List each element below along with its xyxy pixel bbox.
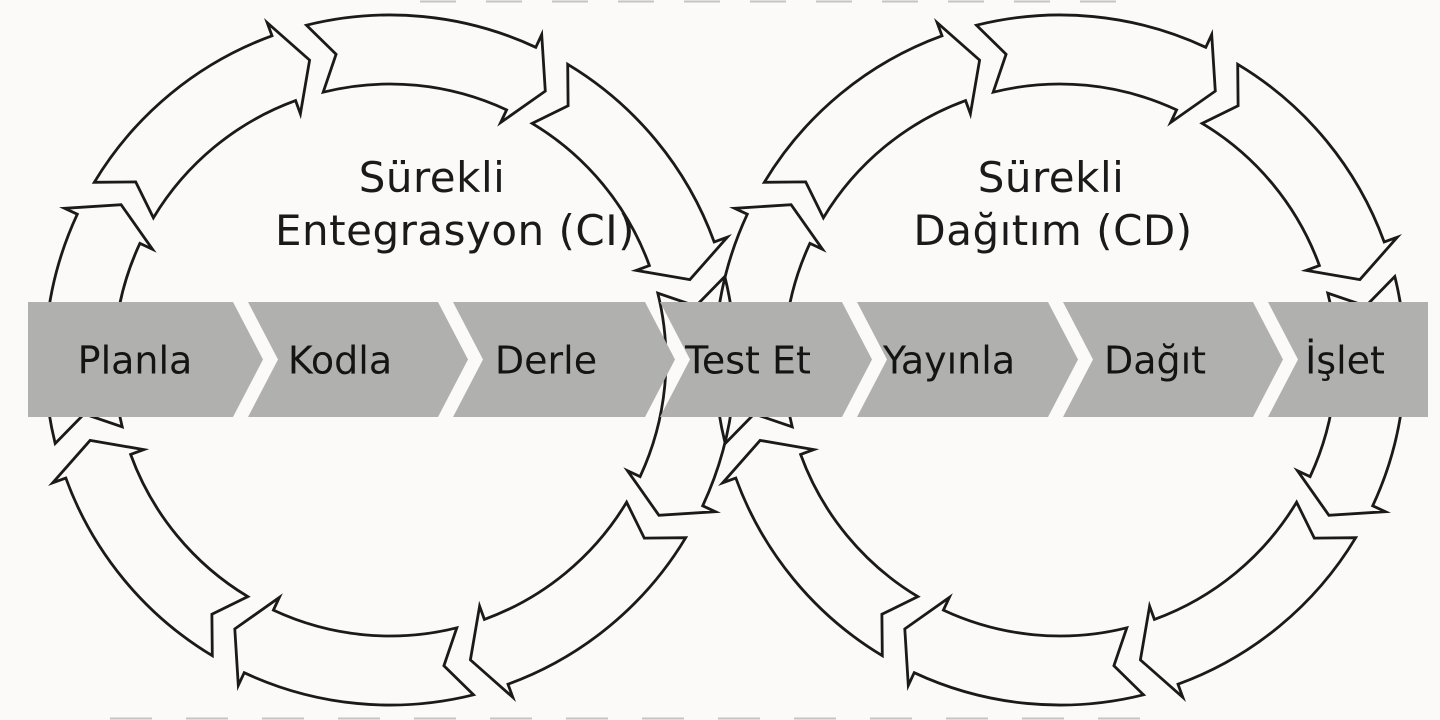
- arrow-segment: [764, 23, 979, 218]
- ci-loop-title-line1: Sürekli: [359, 153, 506, 202]
- arrow-segment: [1202, 64, 1397, 279]
- pipeline-stage-label-2: Kodla: [288, 339, 392, 383]
- arrow-segment: [470, 502, 685, 697]
- arrow-segment: [905, 598, 1144, 706]
- pipeline-stage-label-5: Yayınla: [882, 339, 1015, 383]
- arrow-segment: [723, 440, 918, 655]
- loop-titles: Sürekli Entegrasyon (CI) Sürekli Dağıtım…: [275, 153, 1193, 255]
- pipeline-stage-label-3: Derle: [495, 339, 597, 383]
- cd-loop-title-line1: Sürekli: [978, 153, 1125, 202]
- arrow-segment: [94, 23, 309, 218]
- pipeline-stage-label-6: Dağıt: [1104, 339, 1206, 383]
- arrow-segment: [307, 15, 546, 123]
- arrow-segment: [235, 598, 474, 706]
- cd-loop-title-line2: Dağıtım (CD): [913, 206, 1192, 255]
- pipeline-stage-label-1: Planla: [78, 339, 193, 383]
- pipeline-stage-label-4: Test Et: [684, 339, 811, 383]
- ci-loop-title-line2: Entegrasyon (CI): [275, 206, 635, 255]
- pipeline-stage-label-7: İşlet: [1305, 339, 1385, 383]
- arrow-segment: [977, 15, 1216, 123]
- arrow-segment: [53, 440, 248, 655]
- pipeline-band: Planla Kodla Derle Test Et Yayınla Dağıt İşlet: [28, 302, 1428, 417]
- arrow-segment: [1140, 502, 1355, 697]
